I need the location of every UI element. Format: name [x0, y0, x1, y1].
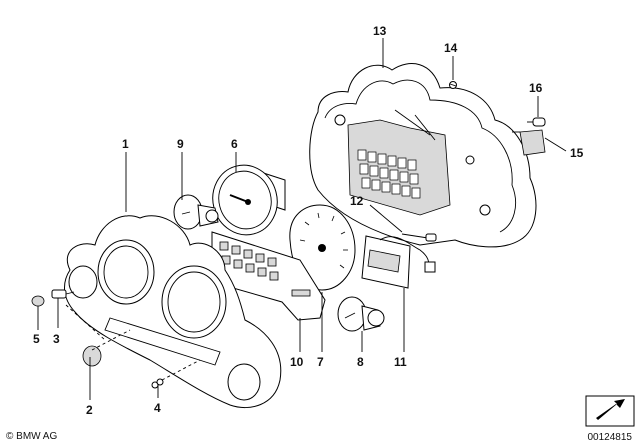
screw-14 — [449, 81, 457, 89]
label-11: 11 — [394, 355, 407, 369]
cap-2 — [82, 345, 102, 367]
image-id: 00124815 — [587, 432, 633, 443]
label-6: 6 — [231, 137, 238, 151]
cover-plate-15 — [512, 129, 546, 156]
label-12: 12 — [350, 194, 364, 208]
label-4: 4 — [154, 401, 161, 415]
label-5: 5 — [33, 332, 40, 346]
label-16: 16 — [529, 81, 543, 95]
label-9: 9 — [177, 137, 184, 151]
tachometer-dial-7 — [289, 204, 356, 291]
label-14: 14 — [444, 41, 458, 55]
label-1: 1 — [122, 137, 129, 151]
screw-12 — [401, 233, 437, 242]
button-5 — [31, 295, 45, 307]
orientation-arrow-icon — [585, 395, 635, 427]
label-8: 8 — [357, 355, 364, 369]
label-13: 13 — [373, 24, 387, 38]
part-number-labels: 1 2 3 4 5 6 7 8 9 10 11 12 13 14 15 16 — [33, 24, 584, 417]
screw-4 — [151, 378, 164, 389]
front-bezel-1 — [64, 215, 282, 409]
circuit-board-11 — [361, 235, 436, 289]
label-15: 15 — [570, 146, 584, 160]
rear-housing — [309, 63, 537, 248]
label-3: 3 — [53, 332, 60, 346]
speedometer-6 — [212, 164, 286, 236]
temperature-gauge-8 — [337, 296, 385, 332]
reset-knob-3 — [51, 289, 75, 299]
label-7: 7 — [317, 355, 324, 369]
fuel-gauge-9 — [173, 194, 219, 230]
screw-16 — [527, 117, 546, 127]
leader-lines — [37, 38, 567, 400]
label-10: 10 — [290, 355, 304, 369]
label-2: 2 — [86, 403, 93, 417]
copyright-text: © BMW AG — [6, 431, 58, 442]
